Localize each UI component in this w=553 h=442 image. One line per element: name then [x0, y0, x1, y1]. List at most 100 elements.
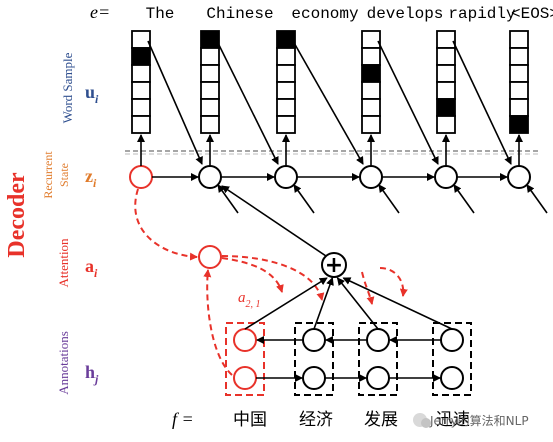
vocab-cell [276, 98, 296, 117]
vocab-cell [436, 81, 456, 100]
vocab-cell [200, 81, 220, 100]
vocab-cell [436, 30, 456, 49]
attention-symbol: ai [85, 256, 98, 280]
vocab-cell [361, 30, 381, 49]
attention-weight-arrow [221, 255, 325, 301]
encoder-annotations [225, 277, 472, 396]
decoder-label: Decoder [4, 172, 30, 258]
target-word: The [146, 5, 175, 23]
vocab-cell [131, 30, 151, 49]
attention-label: Attention [56, 238, 71, 288]
context-to-state-arrow [221, 185, 327, 257]
annotation-to-sum-arrow [313, 277, 334, 330]
vocab-cell [200, 98, 220, 117]
annotations-label: Annotations [56, 331, 71, 395]
annotation-to-sum-arrow [244, 277, 328, 330]
recurrent-state-node [274, 165, 298, 189]
backward-encoder-node [302, 328, 326, 352]
annotation-to-attention-arrow [203, 269, 233, 376]
forward-encoder-node [366, 366, 390, 390]
vocab-cell [276, 81, 296, 100]
watermark-text: Jerry的算法和NLP [429, 413, 529, 428]
forward-encoder-node [233, 366, 257, 390]
sample-feedback-arrow [216, 40, 279, 165]
recurrent-state-node [359, 165, 383, 189]
backward-encoder-node [366, 328, 390, 352]
vocab-cell [509, 64, 529, 83]
vocab-cell [131, 81, 151, 100]
word-sample-stack [436, 30, 456, 134]
vocab-cell [361, 64, 381, 83]
target-word: rapidly [448, 5, 516, 23]
vocab-cell [509, 115, 529, 134]
vocab-cell [436, 115, 456, 134]
vocab-cell [200, 30, 220, 49]
state-to-attention-arrow [134, 188, 198, 261]
attention-weight-label: a2, 1 [238, 290, 261, 310]
recurrent-label-line1: Recurrent [41, 151, 55, 199]
target-word: develops [367, 5, 444, 23]
recurrent-label-line2: State [57, 163, 71, 187]
recurrent-state-node [129, 165, 153, 189]
vocab-cell [200, 64, 220, 83]
recurrent-state-node [507, 165, 531, 189]
source-prefix-label: f = [172, 409, 194, 429]
target-word: <EOS> [511, 5, 553, 23]
word-sample-stack [200, 30, 220, 134]
vocab-cell [276, 64, 296, 83]
word-sample-stack [509, 30, 529, 134]
attention-weight-arrow [361, 271, 375, 305]
vocab-cell [276, 30, 296, 49]
attention-weight-arrow [379, 267, 408, 297]
forward-encoder-node [440, 366, 464, 390]
vocab-cell [509, 81, 529, 100]
sample-feedback-arrow [292, 40, 364, 165]
word-sample-stack [276, 30, 296, 134]
vocab-cell [200, 47, 220, 66]
vocab-cell [361, 98, 381, 117]
vocab-cell [276, 47, 296, 66]
vocab-cell [361, 115, 381, 134]
vocab-cell [361, 47, 381, 66]
backward-encoder-node [440, 328, 464, 352]
context-input-arrow [453, 184, 475, 214]
vocab-cell [131, 98, 151, 117]
backward-encoder-node [233, 328, 257, 352]
vocab-cell [436, 98, 456, 117]
context-input-arrow [378, 184, 400, 214]
recurrent-symbol: zi [85, 166, 97, 190]
sample-feedback-arrow [377, 40, 439, 165]
wechat-icon [413, 413, 431, 428]
word-sample-stacks [131, 30, 529, 134]
target-word: economy [291, 5, 359, 23]
vocab-cell [276, 115, 296, 134]
annotations-symbol: hj [85, 362, 99, 386]
vocab-cell [509, 98, 529, 117]
sample-feedback-arrow [147, 40, 203, 165]
source-word: 中国 [233, 410, 267, 430]
vocab-cell [436, 64, 456, 83]
attention-layer [134, 185, 408, 376]
target-word: Chinese [206, 5, 273, 23]
vocab-cell [131, 47, 151, 66]
attention-weight-arrow [221, 257, 284, 293]
context-input-arrow [293, 184, 315, 214]
word-sample-stack [361, 30, 381, 134]
recurrent-states [129, 40, 548, 214]
word-sample-label: Word Sample [60, 52, 75, 123]
vocab-cell [131, 64, 151, 83]
source-word: 经济 [299, 410, 333, 430]
annotation-to-sum-arrow [336, 277, 379, 330]
vocab-cell [436, 47, 456, 66]
sample-feedback-arrow [452, 40, 512, 165]
context-input-arrow [526, 184, 548, 214]
vocab-cell [200, 115, 220, 134]
vocab-cell [131, 115, 151, 134]
vocab-cell [509, 47, 529, 66]
annotation-to-sum-arrow [342, 277, 453, 330]
sum-node [321, 252, 347, 278]
forward-encoder-node [302, 366, 326, 390]
attention-node [198, 245, 222, 269]
